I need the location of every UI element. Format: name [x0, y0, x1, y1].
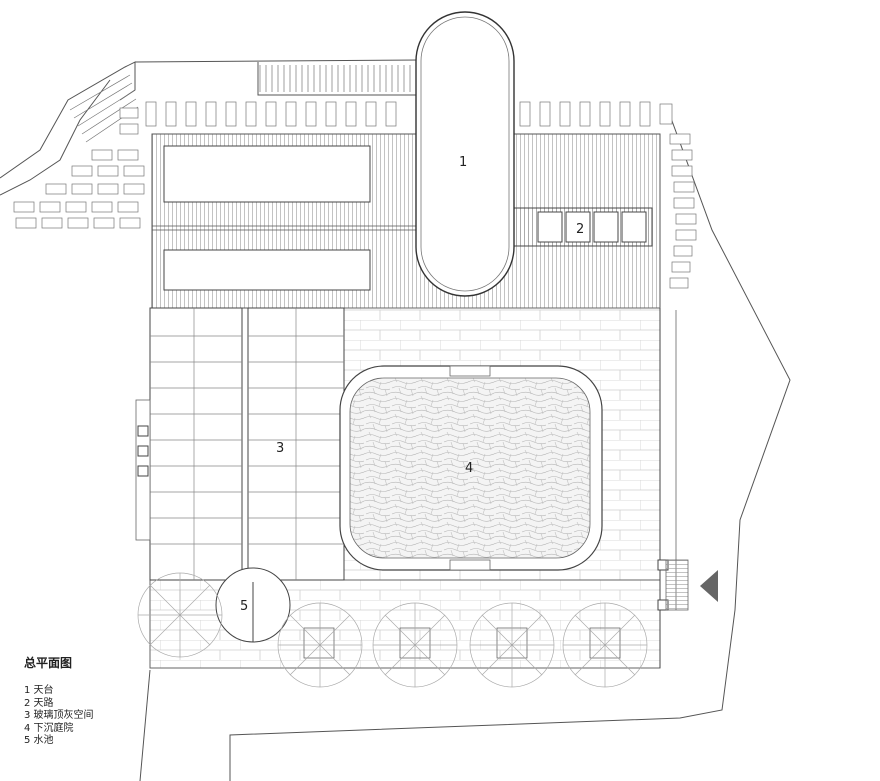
paving-blocks-top	[145, 101, 673, 127]
label-rooftop: 1	[459, 155, 467, 170]
pool	[215, 567, 291, 643]
legend-item: 1 天台	[24, 685, 54, 696]
legend: 总平面图 1 天台 2 天路 3 玻璃顶灰空间 4 下沉庭院 5 水池	[24, 654, 94, 748]
trees	[137, 572, 648, 688]
legend-item: 3 玻璃顶灰空间	[24, 710, 94, 721]
triangle-arrow-icon	[700, 570, 718, 602]
label-pool: 5	[240, 599, 248, 614]
label-courtyard: 4	[465, 461, 473, 476]
site-boundary	[0, 59, 791, 781]
label-glass-space: 3	[276, 441, 284, 456]
label-sky-path: 2	[576, 222, 584, 237]
oval-rooftop	[415, 11, 515, 297]
glass-roof-space	[135, 307, 345, 581]
legend-item: 5 水池	[24, 735, 54, 746]
sunken-courtyard	[339, 365, 603, 571]
terrace-steps	[69, 65, 411, 143]
legend-title: 总平面图	[24, 656, 73, 670]
legend-item: 4 下沉庭院	[24, 722, 74, 734]
legend-item: 2 天路	[24, 697, 54, 709]
paving-blocks-left	[13, 107, 145, 229]
paving-blocks-right	[669, 133, 697, 289]
